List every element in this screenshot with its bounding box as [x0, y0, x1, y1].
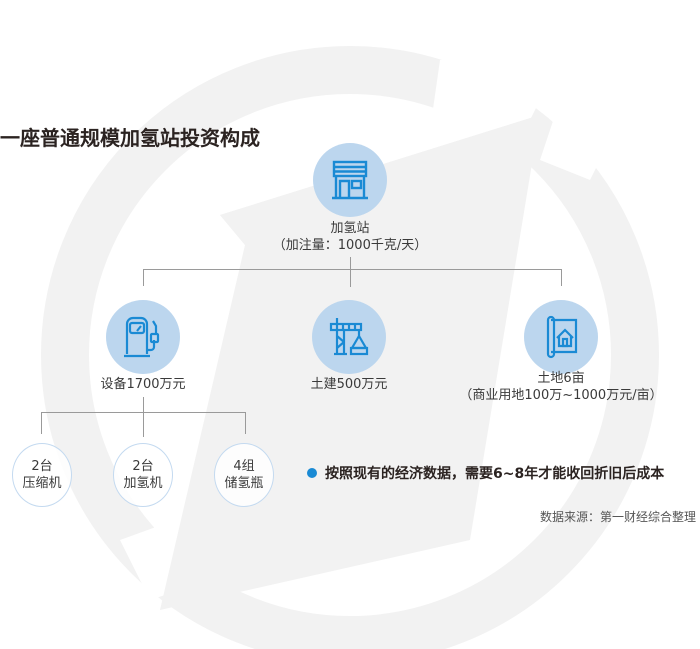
- connector-level2-horizontal: [41, 412, 245, 413]
- child-node-count: 4组: [233, 459, 255, 474]
- bullet-dot-icon: [307, 468, 317, 478]
- child-node-name: 压缩机: [22, 476, 62, 491]
- data-source: 数据来源：第一财经综合整理: [539, 510, 696, 524]
- land-node-label: 土地6亩: [537, 371, 585, 386]
- land-plan-icon: [546, 315, 578, 359]
- child-node-count: 2台: [31, 459, 53, 474]
- connector-level1-horizontal: [143, 269, 561, 270]
- root-node-sublabel: （加注量：1000千克/天）: [272, 238, 428, 253]
- crane-icon: [329, 318, 369, 356]
- land-node-icon-circle: [524, 300, 598, 374]
- equipment-node-icon-circle: [106, 300, 180, 374]
- chart-title: 一座普通规模加氢站投资构成: [0, 126, 260, 150]
- child-node-compressor: 2台 压缩机: [12, 443, 72, 507]
- connector-root-vertical: [350, 257, 351, 287]
- connector-child-compressor: [41, 412, 42, 434]
- child-node-dispenser: 2台 加氢机: [113, 443, 173, 507]
- connector-equipment-vertical: [143, 397, 144, 437]
- payback-note-text: 按照现有的经济数据，需要6~8年才能收回折旧后成本: [325, 466, 665, 482]
- payback-note: 按照现有的经济数据，需要6~8年才能收回折旧后成本: [307, 463, 664, 483]
- child-node-storage-cylinder: 4组 储氢瓶: [214, 443, 274, 507]
- fuel-pump-icon: [124, 316, 160, 358]
- equipment-node-label: 设备1700万元: [100, 377, 186, 392]
- connector-branch-land: [561, 269, 562, 286]
- child-node-count: 2台: [132, 459, 154, 474]
- construction-node-icon-circle: [312, 300, 386, 374]
- connector-branch-equipment: [143, 269, 144, 286]
- child-node-name: 加氢机: [123, 476, 163, 491]
- root-node-label: 加氢站: [330, 221, 370, 236]
- child-node-name: 储氢瓶: [224, 476, 264, 491]
- connector-child-cylinder: [245, 412, 246, 434]
- root-node-icon-circle: [313, 143, 387, 217]
- storefront-icon: [332, 160, 368, 200]
- construction-node-label: 土建500万元: [310, 377, 388, 392]
- land-node-sublabel: （商业用地100万~1000万元/亩）: [459, 388, 663, 403]
